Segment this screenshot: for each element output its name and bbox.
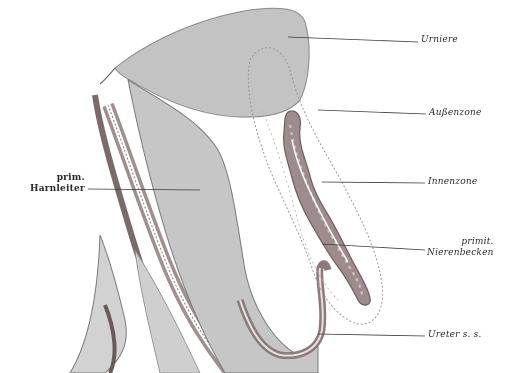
label-nierenbecken-line2: Nierenbecken bbox=[427, 248, 494, 259]
label-aussenzone: Außenzone bbox=[429, 108, 482, 118]
label-nierenbecken: primit. Nierenbecken bbox=[427, 237, 494, 259]
label-harnleiter: prim. Harnleiter bbox=[30, 173, 85, 195]
label-nierenbecken-line1: primit. bbox=[427, 237, 494, 248]
label-innenzone: Innenzone bbox=[428, 177, 477, 187]
label-ureter: Ureter s. s. bbox=[428, 330, 482, 340]
label-urniere: Urniere bbox=[421, 35, 458, 45]
nierenbecken-sac bbox=[284, 111, 371, 305]
label-harnleiter-line2: Harnleiter bbox=[30, 184, 85, 195]
label-harnleiter-line1: prim. bbox=[30, 173, 85, 184]
